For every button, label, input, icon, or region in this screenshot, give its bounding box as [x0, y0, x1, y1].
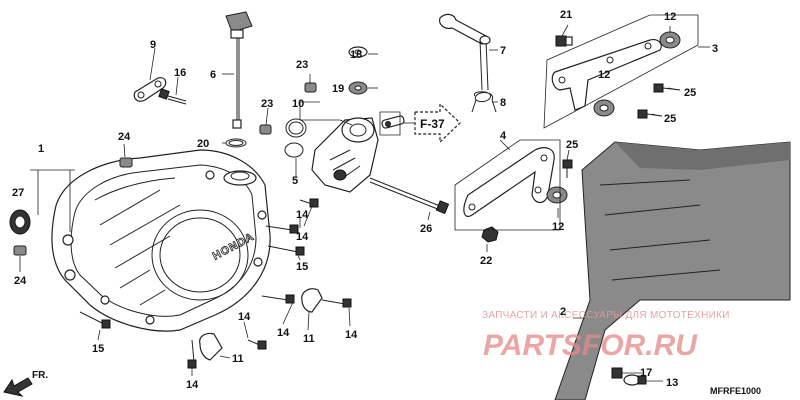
direction-label: FR.: [32, 370, 48, 381]
callout-25b: 25: [664, 113, 676, 125]
side-cover-2: [554, 141, 791, 400]
callout-15a: 15: [296, 261, 308, 273]
callout-14d: 14: [238, 311, 251, 323]
callout-23a: 23: [296, 59, 308, 71]
bolt-25c: [562, 159, 573, 178]
bolt-26: [369, 177, 450, 215]
callout-20: 20: [197, 138, 209, 150]
clutch-cover: HONDA: [51, 149, 271, 332]
grommet-12c: [546, 186, 568, 204]
dowel-pin-24b: [13, 245, 27, 256]
callout-24a: 24: [118, 131, 131, 143]
callout-8: 8: [500, 97, 506, 109]
bolt-25b: [637, 109, 663, 119]
callout-19: 19: [332, 83, 344, 95]
o-ring-5: [284, 118, 307, 158]
bracket-line-1: [30, 169, 75, 232]
callout-9: 9: [150, 39, 156, 51]
bracket-9: [133, 77, 167, 102]
dowel-pin-24a: [119, 157, 133, 168]
clip-11b: [199, 332, 223, 361]
callout-5: 5: [292, 175, 298, 187]
callout-26: 26: [420, 223, 432, 235]
bolt-17-13: [611, 367, 647, 386]
callout-2: 2: [560, 306, 566, 318]
callout-7: 7: [500, 45, 506, 57]
bolt-15-group: [79, 245, 305, 329]
callout-24b: 24: [14, 275, 27, 287]
oil-dipstick-6: [225, 11, 253, 129]
bolt-16: [158, 88, 187, 105]
callout-3: 3: [712, 43, 718, 55]
grommet-12a: [659, 31, 681, 49]
clip-11a: [301, 288, 323, 313]
callout-17: 17: [640, 367, 652, 379]
callout-12c: 12: [552, 221, 564, 233]
callout-4: 4: [500, 130, 507, 142]
diagram-code: MFRFE1000: [710, 386, 761, 396]
watermark-title: PARTSFOR.RU: [483, 329, 698, 362]
callout-22: 22: [480, 255, 492, 267]
clip-21: [555, 35, 573, 47]
callout-23b: 23: [261, 98, 273, 110]
callout-21: 21: [560, 9, 572, 21]
callout-18: 18: [350, 49, 362, 61]
dowel-pin-23a: [304, 82, 317, 93]
grommet-12b: [593, 99, 615, 117]
callout-14f: 14: [296, 209, 309, 221]
clutch-lifter-housing-10: [311, 117, 379, 193]
leader-lines: [19, 24, 681, 382]
arm-7: [439, 13, 491, 91]
watermark: ЗАПЧАСТИ И АКСЕССУАРЫ ДЛЯ МОТОТЕХНИКИ PA…: [482, 310, 730, 362]
callout-6: 6: [210, 69, 216, 81]
callout-25a: 25: [684, 87, 696, 99]
callout-10: 10: [292, 98, 304, 110]
callouts: 1 2 3 4 5 6 7 8 9 10 11 11 12 12 12 13 1…: [12, 9, 718, 391]
callout-1: 1: [38, 143, 44, 155]
frame-reference-label: F-37: [420, 117, 445, 131]
nut-22: [481, 226, 499, 243]
frame-ref-arrow: [404, 102, 461, 144]
detail-box-f37: [379, 111, 401, 136]
oil-filler-neck: [223, 170, 257, 186]
callout-15b: 15: [92, 343, 104, 355]
callout-14a: 14: [296, 231, 309, 243]
callout-12b: 12: [598, 69, 610, 81]
o-ring-20-inner: [228, 140, 244, 146]
dowel-pin-23b: [259, 124, 272, 135]
watermark-subtitle: ЗАПЧАСТИ И АКСЕССУАРЫ ДЛЯ МОТОТЕХНИКИ: [482, 310, 730, 321]
callout-12a: 12: [664, 11, 676, 23]
bolt-25a: [653, 83, 681, 93]
callout-14e: 14: [186, 379, 199, 391]
bracket-line-10: [299, 101, 353, 126]
bracket-box-3: [543, 14, 699, 129]
bracket-4: [463, 147, 555, 217]
front-direction-arrow-icon: [3, 377, 33, 397]
callout-14c: 14: [345, 329, 358, 341]
bracket-box-4: [454, 139, 561, 231]
callout-11a: 11: [303, 333, 315, 345]
lifter-pin: [381, 115, 405, 129]
callout-27: 27: [12, 187, 24, 199]
callout-14b: 14: [277, 327, 290, 339]
callout-11b: 11: [232, 353, 244, 365]
callout-16: 16: [174, 67, 186, 79]
callout-25c: 25: [566, 139, 578, 151]
bolt-14-group: [187, 198, 352, 369]
callout-13: 13: [666, 377, 678, 389]
oil-seal-27: [9, 209, 31, 235]
